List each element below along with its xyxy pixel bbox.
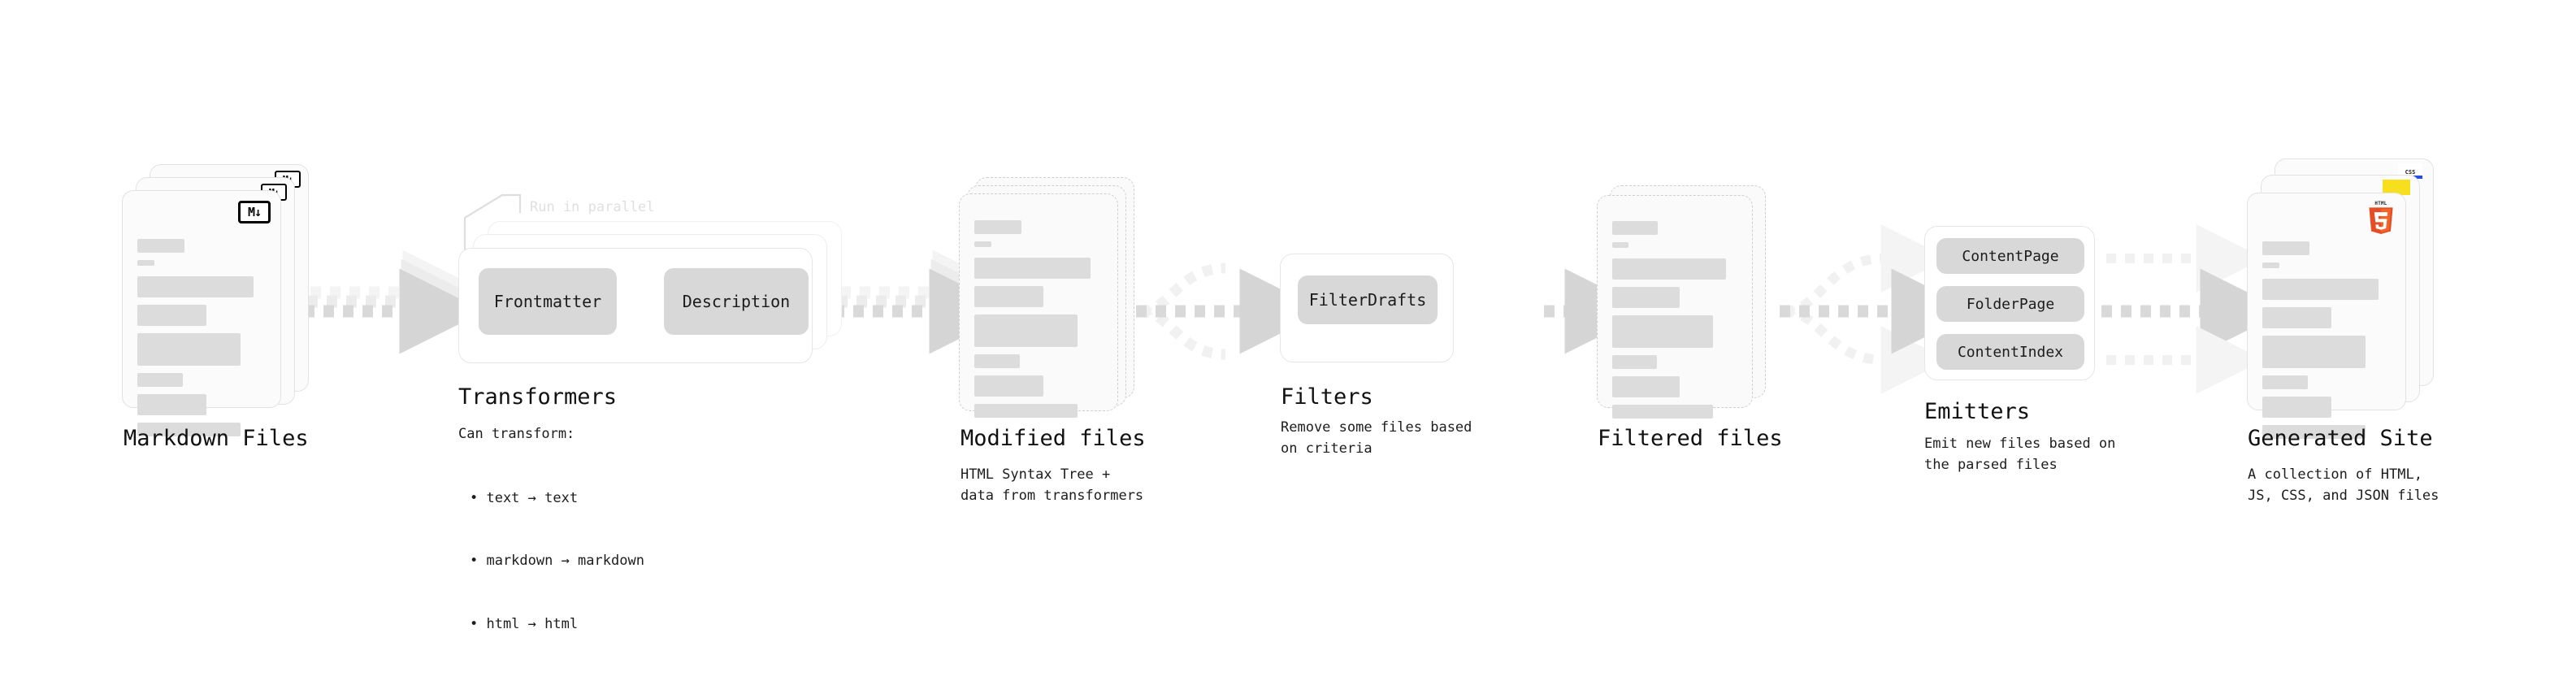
arrow-transformers-to-modified (834, 249, 1018, 354)
generated-card-front: HTML (2247, 193, 2406, 439)
transformers-bullet-0: • text → text (470, 489, 579, 506)
svg-text:HTML: HTML (2374, 202, 2387, 206)
arrow-emitters-to-site (2101, 224, 2286, 394)
modified-placeholder-lines (974, 219, 1104, 425)
run-in-parallel-annotation: Run in parallel (530, 199, 655, 215)
filtered-files-title: Filtered files (1598, 426, 1783, 451)
filtered-files-stack (1597, 185, 1784, 421)
emitters-chip-contentpage[interactable]: ContentPage (1936, 238, 2084, 274)
generated-placeholder-lines (2262, 241, 2392, 446)
markdown-files-stack: M↓ M↓ M↓ (122, 164, 317, 436)
transformers-title: Transformers (458, 384, 618, 410)
transformers-group-front: Frontmatter Description (458, 248, 813, 363)
generated-site-title: Generated Site (2248, 426, 2433, 451)
modified-card-front (959, 193, 1118, 418)
generated-site-subtitle: A collection of HTML, JS, CSS, and JSON … (2248, 466, 2439, 504)
filters-title: Filters (1281, 384, 1373, 410)
markdown-files-title: Markdown Files (124, 426, 309, 451)
markdown-icon: M↓ (238, 201, 271, 223)
emitters-chip-contentindex[interactable]: ContentIndex (1936, 334, 2084, 370)
emitters-title: Emitters (1924, 399, 2031, 424)
arrow-markdown-to-transformers (304, 249, 488, 354)
emitters-group: ContentPage FolderPage ContentIndex (1924, 226, 2095, 380)
js-icon (2383, 180, 2410, 195)
filtered-placeholder-lines (1612, 221, 1740, 426)
modified-files-title: Modified files (961, 426, 1146, 451)
transformers-chip-frontmatter[interactable]: Frontmatter (479, 268, 617, 335)
arrow-filtered-to-emitters (1780, 224, 1977, 394)
arrow-modified-to-filters (1136, 262, 1325, 360)
emitters-subtitle: Emit new files based on the parsed files (1924, 436, 2116, 473)
markdown-card-front: M↓ (122, 190, 281, 436)
modified-files-subtitle: HTML Syntax Tree + data from transformer… (961, 466, 1144, 504)
generated-site-stack: CSS HTML (2247, 158, 2450, 439)
html5-shield-svg: HTML (2369, 202, 2393, 234)
markdown-placeholder-lines (137, 238, 267, 444)
html5-icon: HTML (2366, 200, 2396, 234)
transformers-bullets: • text → text • markdown → markdown • ht… (470, 446, 644, 677)
filters-subtitle: Remove some files based on criteria (1281, 419, 1472, 457)
filters-group: FilterDrafts (1280, 254, 1454, 362)
transformers-intro: Can transform: (458, 426, 575, 442)
transformers-bullet-2: • html → html (470, 615, 579, 632)
transformers-bullet-1: • markdown → markdown (470, 553, 644, 570)
filters-chip-filterdrafts[interactable]: FilterDrafts (1298, 275, 1438, 324)
transformers-chip-description[interactable]: Description (664, 268, 809, 335)
filtered-card-front (1597, 195, 1753, 419)
modified-files-stack (959, 177, 1146, 418)
emitters-chip-folderpage[interactable]: FolderPage (1936, 286, 2084, 322)
